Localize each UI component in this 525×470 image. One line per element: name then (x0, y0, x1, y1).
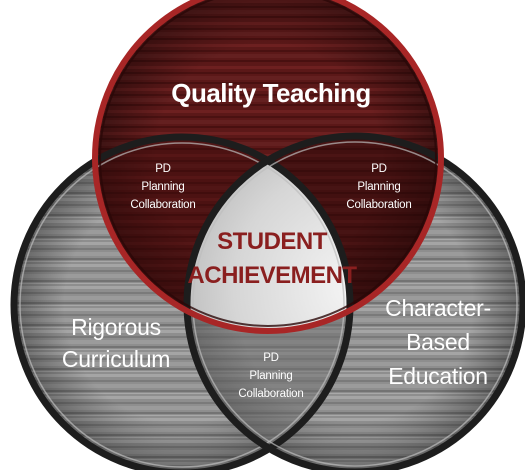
quality-teaching-inner-ring (99, 0, 437, 327)
center-label-line: ACHIEVEMENT (187, 262, 357, 289)
student-achievement-label: STUDENT ACHIEVEMENT (187, 228, 358, 289)
character-based-education-outline (183, 132, 525, 470)
teaching-character-overlap-label: PD Planning Collaboration (346, 163, 411, 211)
overlap-label-line: Planning (141, 181, 184, 193)
center-label-line: STUDENT (217, 228, 328, 255)
center-overlap (187, 137, 350, 331)
teaching-curriculum-overlap-label: PD Planning Collaboration (130, 163, 195, 211)
overlap-label-line: PD (371, 163, 387, 175)
circle-label-line: Based (406, 329, 470, 355)
quality-teaching-label: Quality Teaching (171, 78, 371, 108)
overlap-label-line: Planning (357, 181, 400, 193)
overlap-label-line: Planning (249, 370, 292, 382)
quality-teaching-outline (92, 0, 444, 334)
circle-label-line: Curriculum (62, 346, 170, 372)
circle-label-line: Rigorous (71, 314, 161, 340)
circle-label-line: Education (388, 363, 488, 389)
character-based-education-inner-ring (192, 141, 518, 467)
overlap-label-line: PD (155, 163, 171, 175)
character-based-education-label: Character- Based Education (385, 295, 491, 389)
rigorous-curriculum-inner-ring (19, 142, 345, 468)
curriculum-character-overlap-label: PD Planning Collaboration (238, 352, 303, 400)
overlap-label-line: Collaboration (346, 199, 411, 211)
rigorous-curriculum-label: Rigorous Curriculum (62, 314, 170, 372)
overlap-label-line: Collaboration (238, 388, 303, 400)
circle-label-line: Character- (385, 295, 491, 321)
overlap-label-line: PD (263, 352, 279, 364)
overlap-label-line: Collaboration (130, 199, 195, 211)
